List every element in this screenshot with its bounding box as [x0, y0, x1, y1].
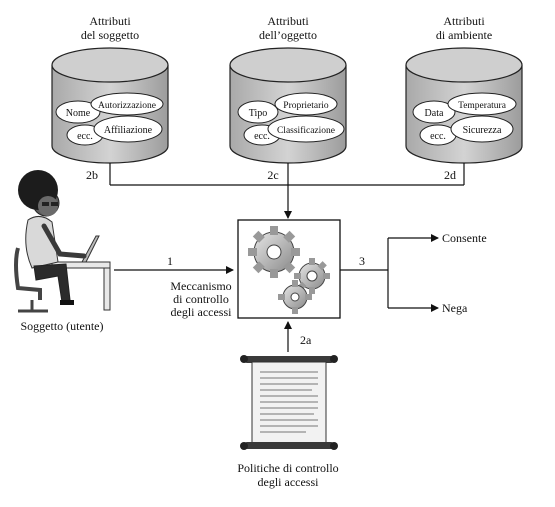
mechanism-label: di controllo	[173, 292, 229, 306]
attribute-bubble	[90, 92, 164, 116]
attribute-label: Classificazione	[277, 125, 335, 136]
attribute-bubble	[447, 92, 517, 116]
allow-label: Consente	[442, 231, 487, 245]
policy-scroll-icon	[240, 355, 338, 450]
access-control-mechanism	[237, 219, 341, 319]
attribute-label: Proprietario	[283, 101, 329, 111]
database-subtitle: del soggetto	[81, 28, 139, 42]
attribute-label: ecc.	[254, 131, 270, 142]
mechanism-label: Meccanismo	[170, 279, 231, 293]
database-title: Attributi	[443, 14, 485, 28]
attribute-label: Nome	[66, 108, 91, 119]
attribute-label: Temperatura	[458, 101, 507, 111]
database-subtitle: dell’oggetto	[259, 28, 317, 42]
attribute-label: Sicurezza	[463, 125, 502, 136]
edge-label: 2c	[267, 168, 278, 182]
attribute-label: Affiliazione	[104, 125, 153, 136]
edge-label: 2b	[86, 168, 98, 182]
subject-attributes-database: Attributi del soggetto Nome Autorizzazio…	[51, 14, 169, 182]
attribute-bubble	[267, 115, 345, 143]
database-title: Attributi	[89, 14, 131, 28]
attribute-label: Tipo	[249, 108, 268, 119]
database-title: Attributi	[267, 14, 309, 28]
attribute-label: ecc.	[77, 131, 93, 142]
attribute-label: ecc.	[430, 131, 446, 142]
edge-label: 2d	[444, 168, 456, 182]
attribute-bubble	[93, 115, 163, 143]
edge-label: 2a	[300, 333, 312, 347]
deny-label: Nega	[442, 301, 468, 315]
attribute-label: Autorizzazione	[98, 101, 156, 111]
decision-connectors	[340, 234, 439, 312]
edge-label: 1	[167, 254, 173, 268]
edge-label: 3	[359, 254, 365, 268]
database-subtitle: di ambiente	[436, 28, 492, 42]
attribute-bubble	[237, 100, 279, 124]
user-at-desk-icon	[14, 170, 111, 313]
object-attributes-database: Attributi dell’oggetto Tipo Proprietario…	[229, 14, 347, 182]
environment-attributes-database: Attributi di ambiente Data Temperatura e…	[405, 14, 523, 182]
attribute-label: Data	[425, 108, 444, 119]
gears-icon	[248, 226, 330, 314]
subject-label: Soggetto (utente)	[21, 319, 104, 333]
attribute-bubble	[274, 92, 338, 116]
policy-label: Politiche di controllo	[237, 461, 338, 475]
attribute-bubble	[450, 115, 514, 143]
attribute-bubble	[412, 100, 456, 124]
policy-label: degli accessi	[258, 475, 320, 489]
mechanism-label: degli accessi	[171, 305, 233, 319]
attribute-bubble	[55, 100, 101, 124]
database-connectors	[109, 163, 465, 219]
